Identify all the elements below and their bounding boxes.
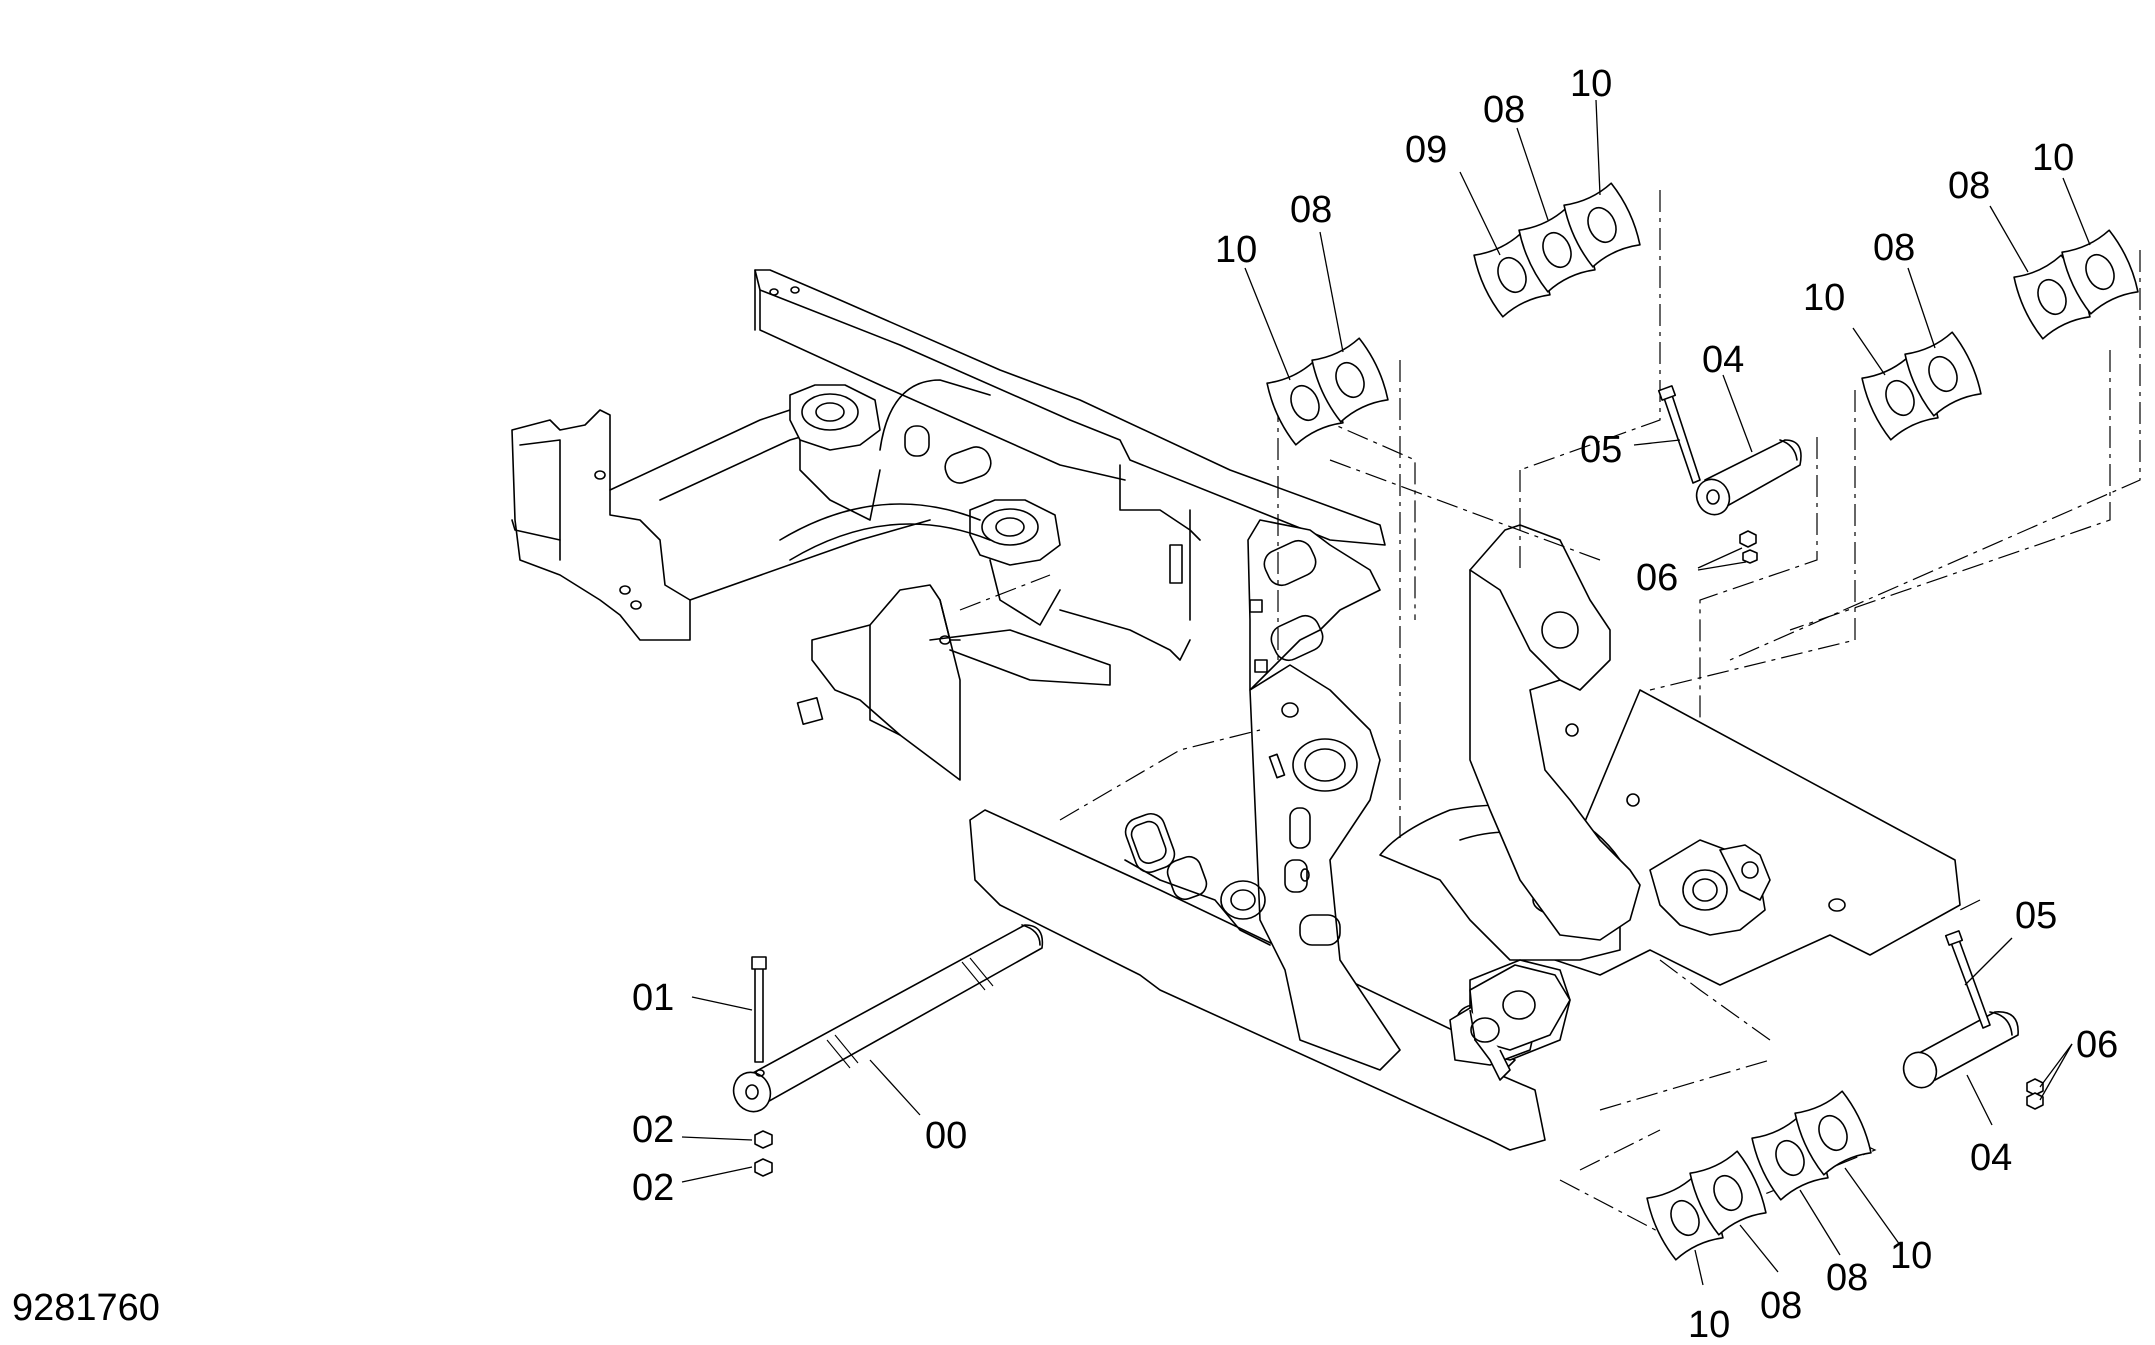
upper-pin-04 xyxy=(1695,439,1802,516)
nuts-02 xyxy=(754,1130,773,1177)
callout-01: 01 xyxy=(632,977,674,1019)
callout-00: 00 xyxy=(925,1115,967,1157)
callout-10-a: 10 xyxy=(1215,229,1257,271)
callout-09-b: 09 xyxy=(1405,129,1447,171)
left-side-member xyxy=(754,269,1386,546)
bearing-boss-1 xyxy=(789,384,881,451)
right-tall-plate xyxy=(1469,524,1641,941)
callout-05-lower: 05 xyxy=(2015,895,2057,937)
callout-10-b: 10 xyxy=(1570,63,1612,105)
callout-08-a: 08 xyxy=(1290,189,1332,231)
lower-bolt-05 xyxy=(1944,930,1991,1029)
lower-pin-04 xyxy=(1902,1011,2019,1089)
callout-02-a: 02 xyxy=(632,1109,674,1151)
left-end-bracket xyxy=(511,409,691,641)
upper-bolt-05 xyxy=(1657,385,1701,484)
callout-06-lower: 06 xyxy=(2076,1024,2118,1066)
side-plate-main xyxy=(1249,664,1401,1071)
callout-08-c: 08 xyxy=(1873,227,1915,269)
base-plate xyxy=(969,809,1546,1151)
mid-cross-plate xyxy=(811,584,961,781)
lower-nuts-06 xyxy=(2026,1078,2044,1110)
callout-04-lower: 04 xyxy=(1970,1137,2012,1179)
callout-08-b: 08 xyxy=(1483,89,1525,131)
leader-lines xyxy=(681,99,2091,1286)
upper-nuts-06 xyxy=(1739,530,1758,564)
callout-10-f: 10 xyxy=(1890,1235,1932,1277)
callout-08-d: 08 xyxy=(1948,165,1990,207)
long-pin-00 xyxy=(732,924,1044,1113)
phantom-lines xyxy=(959,190,2141,1236)
bearing-boss-2 xyxy=(969,499,1061,566)
callout-05-upper: 05 xyxy=(1580,429,1622,471)
right-upright-plate xyxy=(1247,519,1381,691)
callout-02-b: 02 xyxy=(632,1167,674,1209)
callout-04-upper: 04 xyxy=(1702,339,1744,381)
callout-10-e: 10 xyxy=(1688,1304,1730,1345)
bolt-01 xyxy=(751,956,767,1063)
callouts: 10 08 09 08 10 08 10 04 10 08 05 06 05 0… xyxy=(632,63,2118,1345)
drawing-number: 9281760 xyxy=(12,1287,160,1329)
main-frame xyxy=(511,269,1961,1151)
callout-08-e: 08 xyxy=(1760,1285,1802,1327)
callout-10-c: 10 xyxy=(1803,277,1845,319)
callout-08-f: 08 xyxy=(1826,1257,1868,1299)
callout-06-upper: 06 xyxy=(1636,557,1678,599)
callout-10-d: 10 xyxy=(2032,137,2074,179)
